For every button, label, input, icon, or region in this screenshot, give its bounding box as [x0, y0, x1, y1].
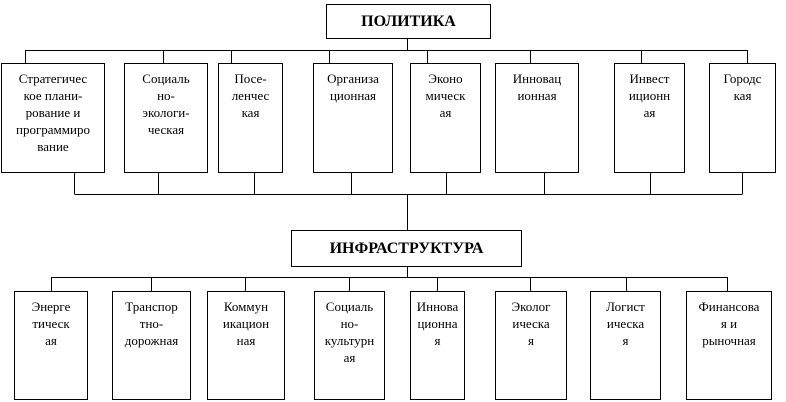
politika-item-urban: Городс кая — [709, 63, 776, 173]
politika-item-socio-ecological: Социаль но- экологи- ческая — [124, 63, 208, 173]
politika-item-strategic-planning: Стратегичес кое плани- рование и програм… — [1, 63, 105, 173]
infrastructure-title: ИНФРАСТРУКТУРА — [291, 230, 522, 267]
infrastructure-item-socio-cultural: Социаль но- культурн ая — [314, 291, 385, 400]
politika-item-organizational: Организа ционная — [313, 63, 393, 173]
infrastructure-item-transport-road: Транспор тно- дорожная — [112, 291, 191, 400]
infrastructure-item-communication: Коммун икацион ная — [207, 291, 285, 400]
infrastructure-item-financial-market: Финансова я и рыночная — [686, 291, 772, 400]
politika-item-investment: Инвест иционн ая — [614, 63, 685, 173]
politika-title: ПОЛИТИКА — [326, 4, 491, 39]
politika-item-innovation: Инновац ионная — [495, 63, 579, 173]
infrastructure-item-ecological: Эколог ическа я — [495, 291, 567, 400]
infrastructure-item-logistics: Логист ическа я — [590, 291, 661, 400]
infrastructure-item-energy: Энерге тическ ая — [14, 291, 88, 400]
infrastructure-item-innovation: Иннова ционна я — [410, 291, 465, 400]
politika-item-economic: Эконо мическ ая — [410, 63, 481, 173]
politika-item-settlement: Посе- ленчес кая — [218, 63, 283, 173]
